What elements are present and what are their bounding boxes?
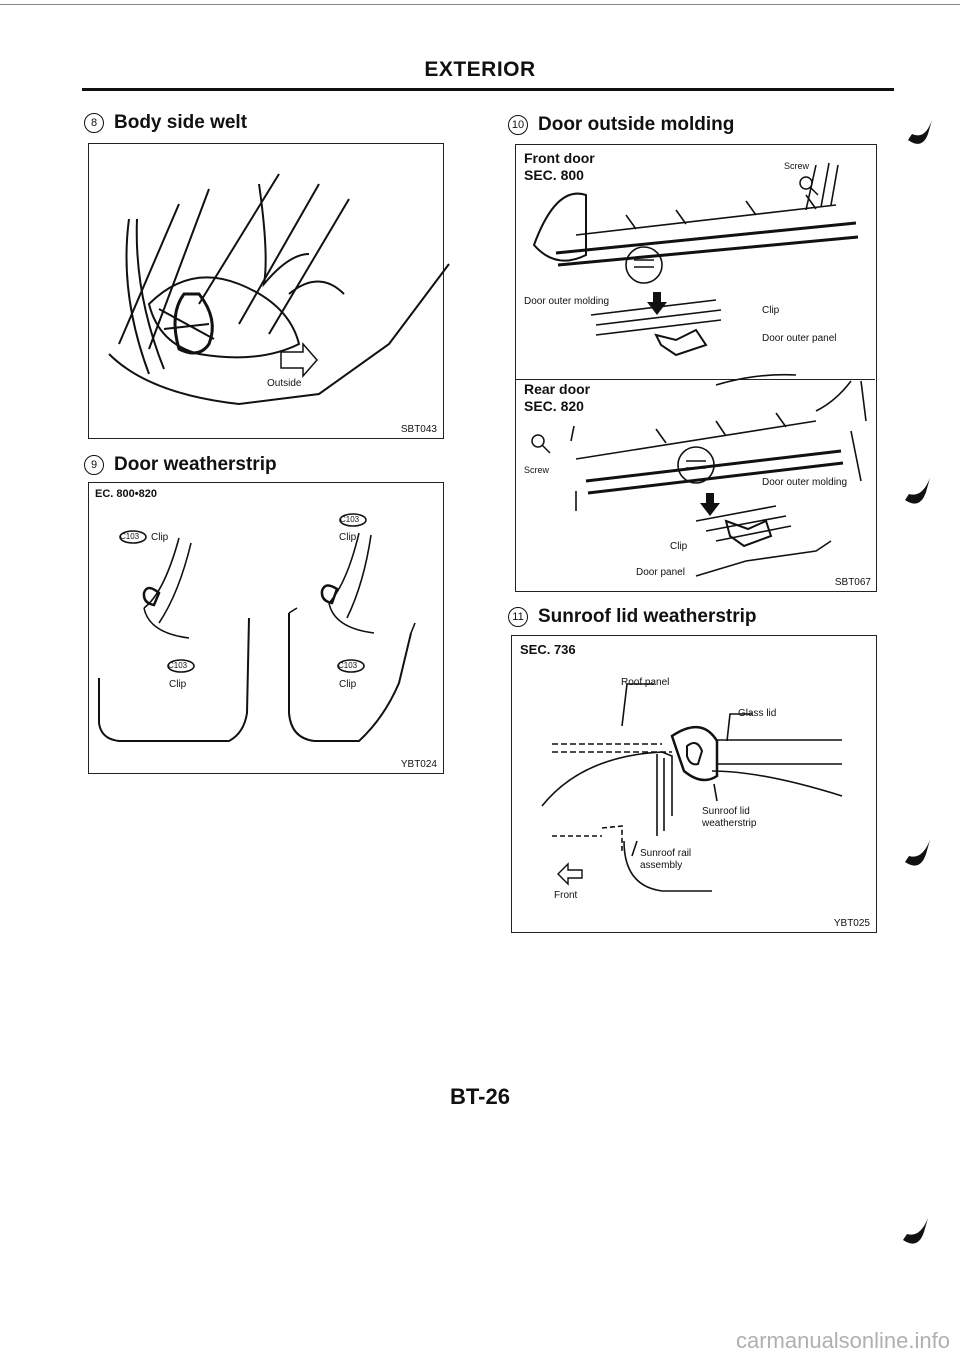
body-side-welt-heading: 8 Body side welt: [84, 112, 247, 134]
glass-lid-label: Glass lid: [738, 708, 777, 719]
figure-code: YBT025: [833, 918, 870, 929]
weatherstrip-label: Sunroof lid weatherstrip: [702, 806, 757, 829]
page-number: BT-26: [450, 1084, 510, 1109]
door-outer-molding-label: Door outer molding: [762, 477, 848, 488]
clip-label: Clip: [339, 532, 357, 543]
screw-label: Screw: [524, 465, 550, 475]
front-arrow-icon: [557, 862, 583, 886]
top-rule: [0, 4, 960, 5]
section-title: Body side welt: [114, 112, 248, 133]
c103-badge: C103: [338, 661, 358, 670]
rear-door-panel: Rear door SEC. 820 Screw Door outer mold…: [516, 380, 875, 591]
sec-label: SEC. 736: [520, 642, 576, 657]
watermark: carmanualsonline.info: [735, 1328, 950, 1353]
door-weatherstrip-figure: EC. 800•820 C103 Clip C103 Clip C103 Cli…: [88, 482, 444, 774]
clip-label: Clip: [670, 541, 688, 552]
sunroof-illustration: [541, 683, 843, 892]
door-outside-molding-figure: Front door SEC. 800 Screw Door outer mol…: [515, 144, 877, 592]
rear-door-illustration: [531, 380, 867, 577]
door-weatherstrip-heading: 9 Door weatherstrip: [84, 454, 277, 476]
page-title: EXTERIOR: [424, 58, 536, 81]
c103-badge: C103: [168, 661, 188, 670]
screw-label: Screw: [784, 161, 810, 171]
sunroof-lid-weatherstrip-figure: SEC. 736 Roof panel Glass lid Sunroof li…: [511, 635, 877, 933]
front-door-heading: Front door SEC. 800: [524, 150, 595, 183]
outside-arrow-icon: [280, 342, 318, 378]
door-panel-label: Door panel: [636, 567, 685, 578]
arrow-down-icon: [647, 292, 667, 315]
weatherstrip-illustration: [98, 513, 416, 742]
arrow-down-icon: [700, 493, 720, 516]
door-outside-molding-heading: 10 Door outside molding: [508, 114, 734, 136]
check-mark-icon: [903, 1218, 928, 1244]
outside-label: Outside: [267, 378, 302, 389]
clip-label: Clip: [151, 532, 169, 543]
screw-icon: [531, 434, 551, 454]
screw-icon: [799, 176, 819, 196]
check-mark-icon: [908, 120, 932, 144]
figure-code: YBT024: [400, 759, 437, 770]
section-title: Door weatherstrip: [114, 454, 277, 475]
figure-code: SBT067: [834, 577, 871, 588]
front-door-illustration: [532, 162, 859, 386]
section-title: Door outside molding: [538, 114, 735, 135]
door-outer-panel-label: Door outer panel: [762, 333, 837, 344]
roof-panel-label: Roof panel: [621, 677, 670, 688]
clip-label: Clip: [169, 679, 187, 690]
clip-label: Clip: [762, 305, 780, 316]
c103-badge: C103: [340, 515, 360, 524]
rear-door-heading: Rear door SEC. 820: [524, 381, 591, 414]
section-number: 8: [84, 113, 104, 133]
section-number: 11: [508, 607, 528, 627]
section-title: Sunroof lid weatherstrip: [538, 606, 757, 627]
check-mark-icon: [905, 478, 930, 504]
front-label: Front: [554, 890, 578, 901]
section-number: 10: [508, 115, 528, 135]
header-rule: [82, 88, 894, 91]
welt-illustration: [108, 173, 450, 406]
section-number: 9: [84, 455, 104, 475]
figure-code: SBT043: [400, 424, 437, 435]
front-door-panel: Front door SEC. 800 Screw Door outer mol…: [516, 145, 875, 386]
body-side-welt-figure: Outside SBT043: [88, 143, 450, 439]
door-outer-molding-label: Door outer molding: [524, 296, 610, 307]
c103-badge: C103: [120, 532, 140, 541]
sunroof-lid-weatherstrip-heading: 11 Sunroof lid weatherstrip: [508, 606, 757, 628]
sunroof-rail-label: Sunroof rail assembly: [640, 848, 692, 871]
check-mark-icon: [905, 840, 930, 866]
sec-label: EC. 800•820: [95, 488, 157, 500]
clip-label: Clip: [339, 679, 357, 690]
